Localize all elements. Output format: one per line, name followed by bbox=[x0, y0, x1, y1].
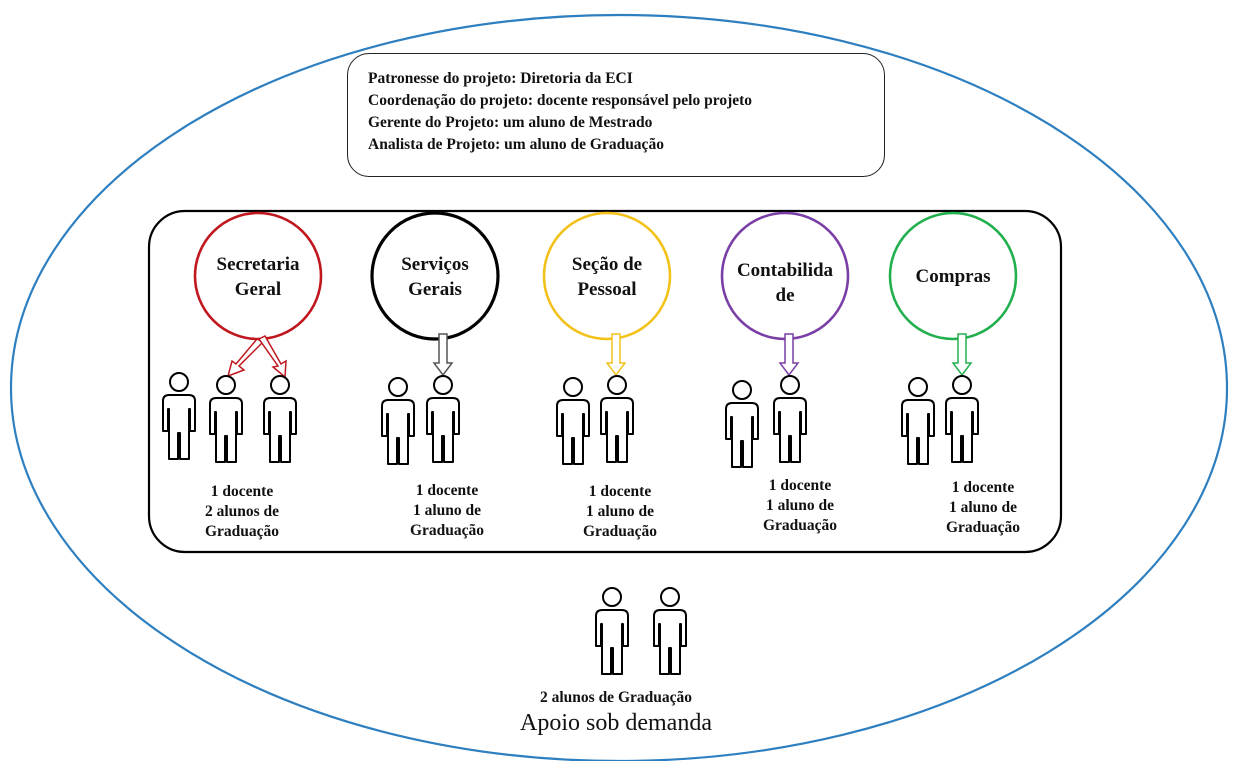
count-graduacao: Graduação bbox=[762, 517, 838, 534]
person-icon bbox=[945, 375, 979, 463]
dept-label-line: Gerais bbox=[408, 279, 462, 300]
circle-compras bbox=[888, 211, 1018, 341]
count-contabilidade: 1 docente 1 aluno de Graduação bbox=[730, 476, 870, 536]
circle-secao-de-pessoal bbox=[542, 211, 672, 341]
dept-label-line: de bbox=[775, 285, 795, 306]
count-servicos-gerais: 1 docente 1 aluno de Graduação bbox=[377, 481, 517, 541]
dept-contabilidade-label: Contabilida de bbox=[725, 258, 845, 308]
person-icon bbox=[556, 377, 590, 465]
count-docente: 1 docente bbox=[415, 482, 479, 499]
count-alunos: 1 aluno de bbox=[412, 502, 482, 519]
arrow-contabilidade bbox=[778, 333, 800, 377]
count-docente: 1 docente bbox=[210, 483, 274, 500]
person-icon bbox=[773, 375, 807, 463]
circle-servicos-gerais bbox=[370, 211, 500, 341]
dept-servicos-gerais-label: Serviços Gerais bbox=[375, 252, 495, 302]
person-icon bbox=[209, 375, 243, 463]
arrow-pessoal bbox=[605, 333, 627, 377]
departments-container bbox=[147, 209, 1063, 554]
arrows bbox=[226, 333, 973, 379]
count-docente: 1 docente bbox=[588, 483, 652, 500]
count-graduacao: Graduação bbox=[945, 519, 1021, 536]
person-icon bbox=[653, 587, 687, 675]
arrow-secretaria-right bbox=[257, 335, 287, 379]
person-icon bbox=[162, 372, 196, 460]
count-docente: 1 docente bbox=[951, 479, 1015, 496]
person-icon bbox=[381, 377, 415, 465]
people-group bbox=[162, 372, 979, 675]
person-icon bbox=[426, 375, 460, 463]
count-secao-de-pessoal: 1 docente 1 aluno de Graduação bbox=[550, 482, 690, 542]
person-icon bbox=[901, 377, 935, 465]
support-title: Apoio sob demanda bbox=[520, 710, 712, 736]
person-icon bbox=[725, 380, 759, 468]
dept-label-line: Contabilida bbox=[736, 260, 834, 281]
role-gerente: Gerente do Projeto: um aluno de Mestrado bbox=[368, 114, 653, 131]
dept-label-line: Compras bbox=[915, 266, 991, 287]
person-icon bbox=[595, 587, 629, 675]
role-coordenacao: Coordenação do projeto: docente responsá… bbox=[368, 92, 753, 109]
dept-secretaria-geral-label: Secretaria Geral bbox=[198, 252, 318, 302]
count-alunos: 1 aluno de bbox=[765, 497, 835, 514]
dept-label-line: Geral bbox=[234, 279, 282, 300]
person-icon bbox=[600, 375, 634, 463]
count-alunos: 2 alunos de bbox=[204, 503, 280, 520]
arrow-compras bbox=[951, 333, 973, 377]
dept-label-line: Seção de bbox=[571, 254, 643, 275]
dept-secao-de-pessoal-label: Seção de Pessoal bbox=[547, 252, 667, 302]
person-icon bbox=[263, 375, 297, 463]
outer-ellipse bbox=[10, 14, 1228, 761]
project-roles-box: Patronesse do projeto: Diretoria da ECI … bbox=[347, 53, 885, 177]
support-caption: 2 alunos de Graduação bbox=[539, 689, 692, 706]
dept-label-line: Secretaria bbox=[216, 254, 300, 275]
count-alunos: 1 aluno de bbox=[948, 499, 1018, 516]
role-analista: Analista de Projeto: um aluno de Graduaç… bbox=[368, 136, 664, 153]
count-docente: 1 docente bbox=[768, 477, 832, 494]
dept-compras-label: Compras bbox=[893, 264, 1013, 289]
count-compras: 1 docente 1 aluno de Graduação bbox=[913, 478, 1053, 538]
dept-label-line: Pessoal bbox=[577, 279, 637, 300]
arrow-servicos bbox=[432, 333, 454, 377]
arrow-secretaria-left bbox=[226, 338, 265, 378]
count-secretaria-geral: 1 docente 2 alunos de Graduação bbox=[172, 482, 312, 542]
count-graduacao: Graduação bbox=[582, 523, 658, 540]
count-graduacao: Graduação bbox=[204, 523, 280, 540]
count-graduacao: Graduação bbox=[409, 522, 485, 539]
role-patronesse: Patronesse do projeto: Diretoria da ECI bbox=[368, 70, 633, 87]
count-alunos: 1 aluno de bbox=[585, 503, 655, 520]
dept-label-line: Serviços bbox=[401, 254, 469, 275]
